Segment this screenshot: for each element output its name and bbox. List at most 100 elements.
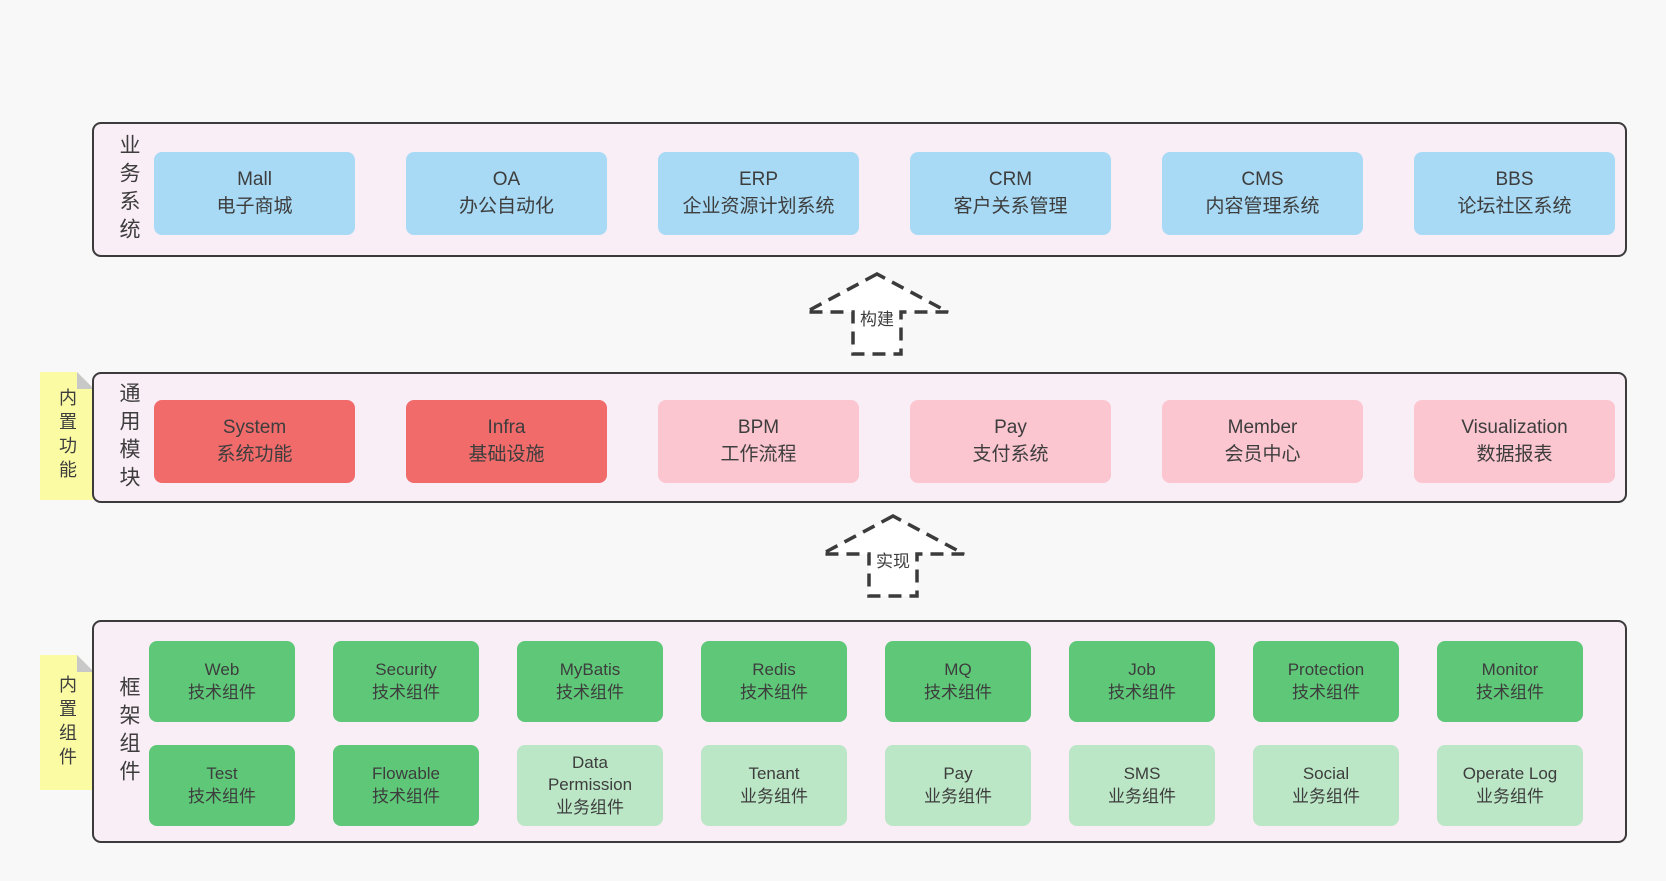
box-subtitle: 技术组件 [924,682,992,702]
biz-components-row: Test 技术组件 Flowable 技术组件 Data Permission … [149,745,1583,826]
box-title: CMS [1241,168,1284,190]
box-protection: Protection 技术组件 [1253,641,1399,722]
build-arrow: 构建 [802,271,952,357]
business-systems-row: Mall 电子商城 OA 办公自动化 ERP 企业资源计划系统 CRM 客户关系… [154,152,1615,235]
box-security: Security 技术组件 [333,641,479,722]
box-title: Social [1302,763,1350,783]
box-bbs: BBS 论坛社区系统 [1414,152,1615,235]
box-title: Infra [487,416,526,438]
box-pay: Pay 支付系统 [910,400,1111,483]
box-tenant: Tenant 业务组件 [701,745,847,826]
box-title: Flowable [371,763,441,783]
box-subtitle: 技术组件 [556,682,624,702]
sticky-note-builtin-components: 内置组件 [40,655,94,790]
box-title: Web [204,659,240,679]
box-title: System [222,416,287,438]
box-crm: CRM 客户关系管理 [910,152,1111,235]
layer-label-business-systems: 业务系统 [117,133,140,246]
box-pay-biz: Pay 业务组件 [885,745,1031,826]
framework-components-grid: Web 技术组件 Security 技术组件 MyBatis 技术组件 Redi… [149,641,1583,826]
framework-components-layer: 框架组件 Web 技术组件 Security 技术组件 MyBatis 技术组件… [92,620,1627,843]
box-visualization: Visualization 数据报表 [1414,400,1615,483]
box-subtitle: 会员中心 [1224,443,1301,465]
box-title: Operate Log [1462,763,1558,783]
box-title: Security [375,659,437,679]
box-subtitle: 业务组件 [1108,786,1176,806]
box-title: Mall [237,168,272,190]
box-subtitle: 系统功能 [216,443,293,465]
implement-arrow: 实现 [818,513,968,599]
box-redis: Redis 技术组件 [701,641,847,722]
arrow-label: 构建 [857,305,897,331]
box-title: Visualization [1461,416,1568,438]
box-title: Protection [1287,659,1365,679]
sticky-note-label: 内置组件 [57,674,77,771]
box-title: SMS [1123,763,1161,783]
box-title: Job [1128,659,1156,679]
layer-label-common-modules: 通用模块 [117,381,140,494]
box-subtitle: 客户关系管理 [953,195,1068,217]
box-title: Test [206,763,238,783]
box-subtitle: 工作流程 [720,443,797,465]
business-systems-layer: 业务系统 Mall 电子商城 OA 办公自动化 ERP 企业资源计划系统 CRM… [92,122,1627,257]
common-modules-row: System 系统功能 Infra 基础设施 BPM 工作流程 Pay 支付系统… [154,400,1615,483]
box-title: BBS [1495,168,1534,190]
box-subtitle: 业务组件 [1476,786,1544,806]
arrow-label: 实现 [873,547,913,573]
box-title: BPM [737,416,780,438]
box-bpm: BPM 工作流程 [658,400,859,483]
box-subtitle: 技术组件 [1292,682,1360,702]
box-infra: Infra 基础设施 [406,400,607,483]
box-title: Data Permission [547,752,633,795]
layer-label-framework-components: 框架组件 [117,675,140,788]
box-subtitle: 技术组件 [1476,682,1544,702]
box-subtitle: 技术组件 [188,786,256,806]
box-monitor: Monitor 技术组件 [1437,641,1583,722]
box-title: ERP [738,168,779,190]
box-title: Pay [943,763,973,783]
box-mybatis: MyBatis 技术组件 [517,641,663,722]
box-title: OA [492,168,521,190]
box-subtitle: 业务组件 [740,786,808,806]
box-data-permission: Data Permission 业务组件 [517,745,663,826]
box-mall: Mall 电子商城 [154,152,355,235]
box-subtitle: 业务组件 [556,797,624,817]
box-web: Web 技术组件 [149,641,295,722]
box-subtitle: 技术组件 [740,682,808,702]
box-subtitle: 企业资源计划系统 [682,195,835,217]
box-subtitle: 技术组件 [188,682,256,702]
box-subtitle: 内容管理系统 [1205,195,1320,217]
box-subtitle: 业务组件 [924,786,992,806]
box-subtitle: 数据报表 [1476,443,1553,465]
box-job: Job 技术组件 [1069,641,1215,722]
box-erp: ERP 企业资源计划系统 [658,152,859,235]
box-subtitle: 支付系统 [972,443,1049,465]
box-subtitle: 业务组件 [1292,786,1360,806]
box-title: Member [1227,416,1298,438]
tech-components-row: Web 技术组件 Security 技术组件 MyBatis 技术组件 Redi… [149,641,1583,722]
box-subtitle: 技术组件 [372,786,440,806]
box-system: System 系统功能 [154,400,355,483]
box-subtitle: 办公自动化 [458,195,554,217]
box-subtitle: 技术组件 [372,682,440,702]
box-operate-log: Operate Log 业务组件 [1437,745,1583,826]
box-member: Member 会员中心 [1162,400,1363,483]
box-title: Redis [752,659,796,679]
box-cms: CMS 内容管理系统 [1162,152,1363,235]
box-sms: SMS 业务组件 [1069,745,1215,826]
box-oa: OA 办公自动化 [406,152,607,235]
box-title: MyBatis [559,659,621,679]
box-title: Monitor [1481,659,1539,679]
box-subtitle: 技术组件 [1108,682,1176,702]
common-modules-layer: 通用模块 System 系统功能 Infra 基础设施 BPM 工作流程 Pay… [92,372,1627,503]
sticky-note-label: 内置功能 [57,388,77,484]
sticky-note-builtin-features: 内置功能 [40,372,94,500]
box-test: Test 技术组件 [149,745,295,826]
box-title: Tenant [748,763,800,783]
box-title: Pay [994,416,1027,438]
box-subtitle: 电子商城 [216,195,293,217]
box-subtitle: 基础设施 [468,443,545,465]
box-title: CRM [988,168,1033,190]
box-title: MQ [944,659,972,679]
